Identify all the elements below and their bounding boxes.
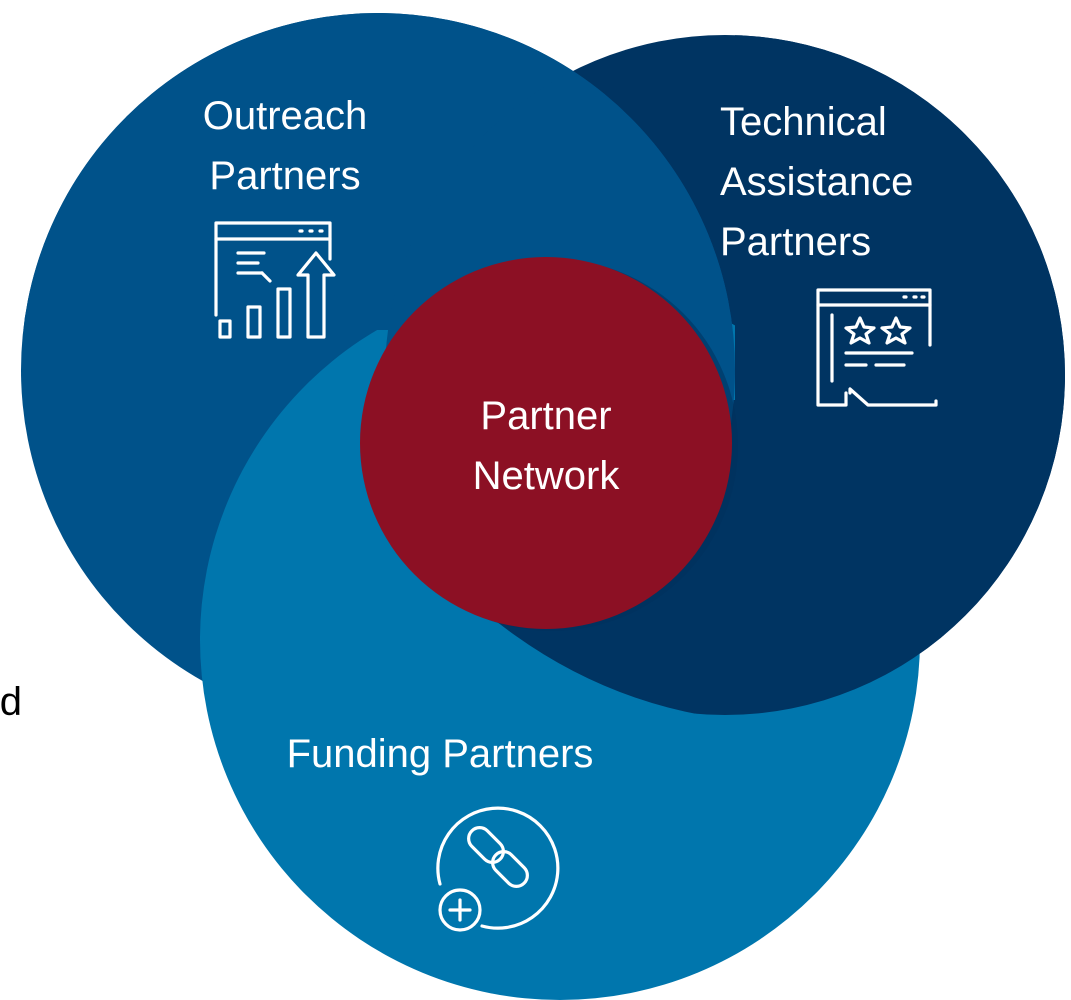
center-label-line-1: Partner [480,394,612,438]
technical-label-line-2: Assistance [720,160,914,204]
edge-text-fragment: d [0,680,22,724]
funding-partners-label: Funding Partners [250,724,630,784]
technical-label-line-1: Technical [720,100,887,144]
outreach-label-line-2: Partners [209,154,361,198]
outreach-partners-label: Outreach Partners [175,86,395,206]
funding-label-line-1: Funding Partners [286,732,594,776]
technical-assistance-partners-label: Technical Assistance Partners [720,92,980,272]
growth-chart-icon [214,221,336,339]
center-label-line-2: Network [472,454,620,498]
partner-network-label: Partner Network [436,386,656,506]
technical-label-line-3: Partners [720,220,872,264]
link-add-icon [436,806,560,932]
outreach-label-line-1: Outreach [202,94,368,138]
review-stars-icon [816,288,938,407]
partner-network-circle [360,257,732,629]
